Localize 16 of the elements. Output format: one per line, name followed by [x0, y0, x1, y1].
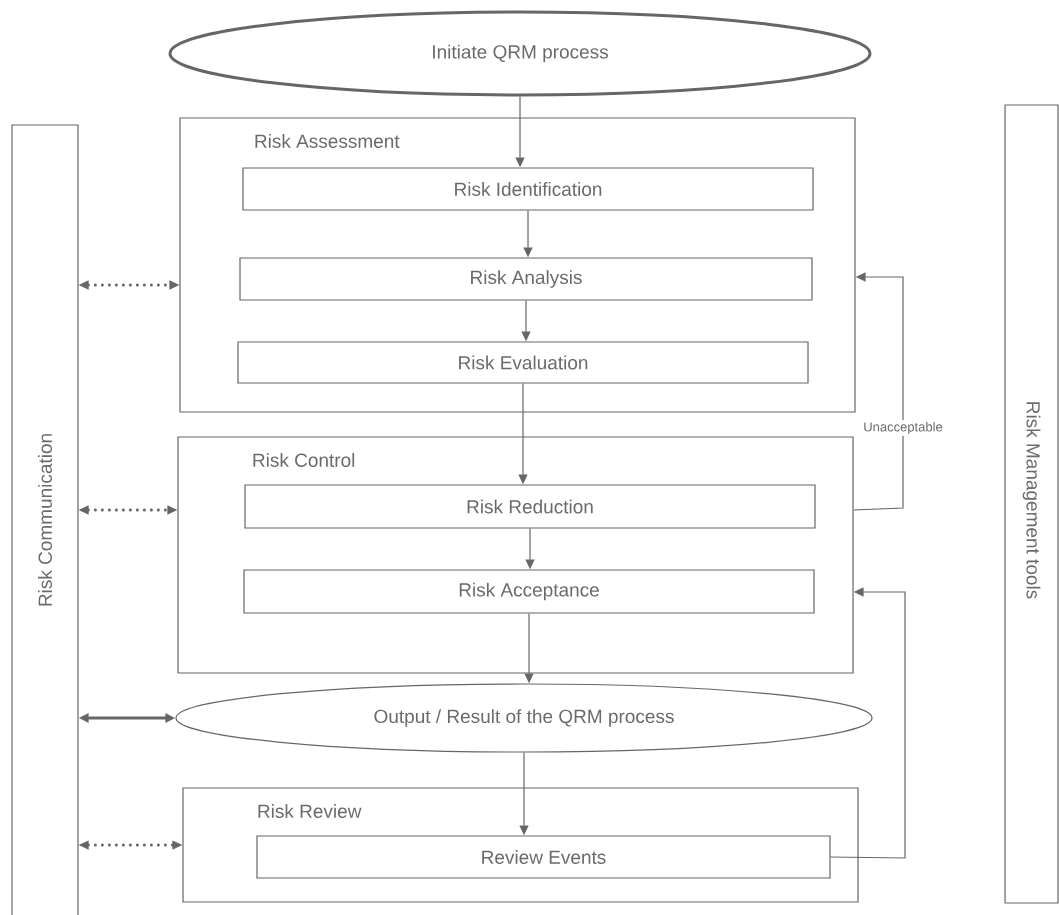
arrow: [79, 505, 177, 515]
process-box: Risk Acceptance: [243, 569, 815, 614]
edge-label: Unacceptable: [861, 419, 945, 437]
process-box: Review Events: [256, 835, 831, 879]
process-box: Risk Identification: [242, 167, 814, 211]
side-band: Risk Management tools: [1004, 104, 1059, 904]
arrow: [853, 272, 904, 511]
arrow: [79, 840, 182, 850]
terminal-oval: Output / Result of the QRM process: [175, 683, 873, 753]
side-band: Risk Communication: [11, 124, 79, 915]
terminal-oval: Initiate QRM process: [168, 10, 872, 97]
arrow: [830, 587, 906, 859]
process-box: Risk Evaluation: [237, 341, 809, 384]
process-box: Risk Analysis: [239, 257, 813, 301]
arrow: [79, 280, 179, 290]
process-box: Risk Reduction: [244, 484, 816, 529]
